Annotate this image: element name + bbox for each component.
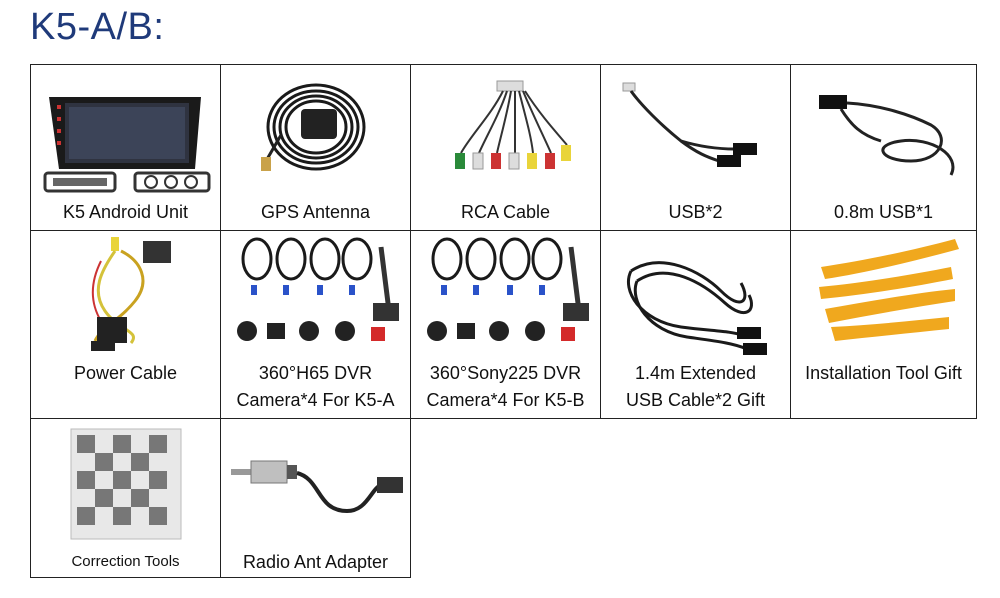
item-label: Installation Tool Gift [805, 363, 962, 383]
power-cable-image [91, 237, 171, 351]
dvr-camera-kit-image [427, 237, 589, 341]
item-label-line1: 360°Sony225 DVR [429, 363, 582, 383]
gps-antenna-image [261, 83, 366, 171]
item-android-unit: K5 Android Unit [30, 64, 221, 231]
rca-cable-image [455, 80, 571, 170]
item-label: 0.8m USB*1 [833, 202, 934, 222]
item-power-cable: Power Cable [30, 230, 221, 419]
item-label: Power Cable [73, 363, 178, 383]
item-label: USB*2 [668, 202, 723, 222]
item-rca-cable: RCA Cable [410, 64, 601, 231]
extended-usb-cable-image [627, 261, 767, 355]
item-installation-tool: Installation Tool Gift [790, 230, 977, 419]
item-usb-2: USB*2 [600, 64, 791, 231]
android-unit-image [43, 97, 211, 193]
item-label: K5 Android Unit [62, 202, 189, 222]
page-title: K5-A/B: [30, 6, 165, 48]
item-label-line2: USB Cable*2 Gift [625, 390, 766, 410]
usb-short-cable-image [819, 95, 955, 176]
item-usb-08m: 0.8m USB*1 [790, 64, 977, 231]
item-label: Radio Ant Adapter [242, 552, 389, 572]
item-correction-tools: Correction Tools [30, 418, 221, 578]
item-label: RCA Cable [460, 202, 551, 222]
calibration-cloth-image [70, 428, 182, 540]
accessory-grid: K5 Android Unit GPS Antenna [30, 64, 977, 578]
item-label-line1: 360°H65 DVR [258, 363, 373, 383]
item-h65-camera: 360°H65 DVR Camera*4 For K5-A [220, 230, 411, 419]
item-sony225-camera: 360°Sony225 DVR Camera*4 For K5-B [410, 230, 601, 419]
item-extended-usb: 1.4m Extended USB Cable*2 Gift [600, 230, 791, 419]
item-label-line2: Camera*4 For K5-A [236, 390, 395, 410]
item-label: GPS Antenna [260, 202, 371, 222]
usb-cable-image [622, 82, 757, 167]
item-gps-antenna: GPS Antenna [220, 64, 411, 231]
radio-antenna-adapter-image [231, 460, 403, 514]
pry-tools-image [819, 239, 959, 341]
item-radio-adapter: Radio Ant Adapter [220, 418, 411, 578]
item-label: Correction Tools [71, 553, 180, 570]
dvr-camera-kit-image [237, 237, 399, 341]
item-label-line2: Camera*4 For K5-B [426, 390, 585, 410]
item-label-line1: 1.4m Extended [634, 363, 757, 383]
